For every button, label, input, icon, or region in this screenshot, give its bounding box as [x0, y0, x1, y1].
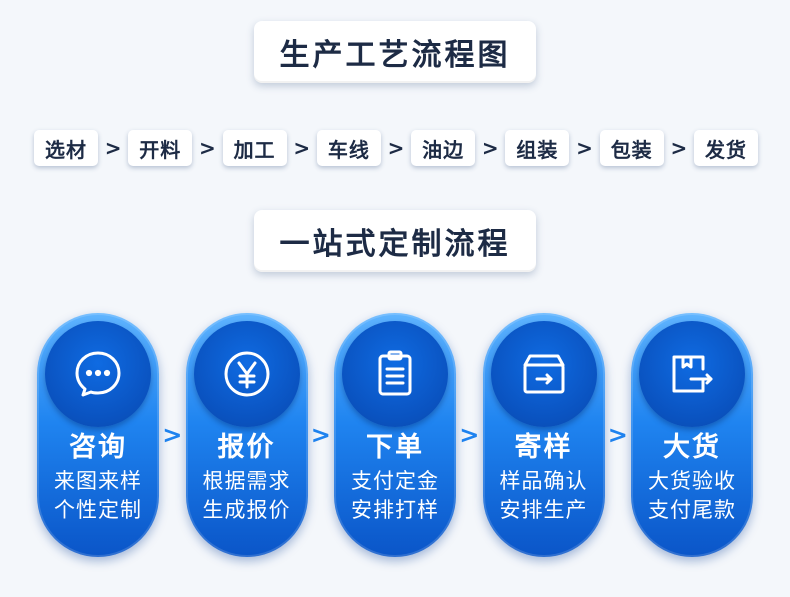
card-title: 报价 [217, 432, 276, 463]
card-bulk: 大货 大货验收 支付尾款 [631, 313, 753, 557]
step-item: 发货 [693, 130, 758, 166]
chat-icon [45, 321, 151, 427]
clipboard-icon [342, 321, 448, 427]
card-line: 支付尾款 [648, 498, 736, 522]
card-line: 支付定金 [351, 469, 439, 493]
card-quote: 报价 根据需求 生成报价 [185, 313, 308, 557]
card-line: 个性定制 [54, 498, 142, 522]
card-line: 样品确认 [499, 469, 588, 493]
card-sample: 寄样 样品确认 安排生产 [482, 313, 605, 557]
custom-process-cards: 咨询 来图来样 个性定制 > 报价 根据需求 生成报价 > [37, 313, 753, 557]
card-line: 大货验收 [648, 469, 736, 493]
step-separator: > [104, 136, 122, 160]
card-order: 下单 支付定金 安排打样 [334, 313, 456, 557]
step-separator: > [481, 136, 499, 160]
yen-icon [193, 321, 300, 427]
step-item: 油边 [411, 130, 476, 166]
production-process-title: 生产工艺流程图 [254, 21, 536, 83]
custom-process-title: 一站式定制流程 [254, 210, 536, 272]
card-title: 咨询 [69, 432, 127, 463]
production-steps: 选材 > 开料 > 加工 > 车线 > 油边 > 组装 > 包装 > 发货 [34, 130, 758, 166]
card-separator: > [310, 421, 331, 449]
card-separator: > [162, 421, 183, 449]
card-line: 安排生产 [499, 498, 588, 522]
card-title: 下单 [366, 432, 424, 463]
step-item: 选材 [34, 130, 98, 166]
card-separator: > [459, 421, 480, 449]
card-consult: 咨询 来图来样 个性定制 [37, 313, 159, 557]
step-item: 组装 [505, 130, 570, 166]
step-item: 包装 [599, 130, 664, 166]
card-line: 来图来样 [54, 469, 142, 493]
step-separator: > [199, 136, 216, 160]
delivery-box-icon [639, 321, 745, 427]
step-separator: > [670, 136, 688, 160]
step-separator: > [576, 136, 593, 160]
step-item: 开料 [128, 130, 193, 166]
step-separator: > [293, 136, 311, 160]
card-separator: > [607, 421, 628, 449]
box-icon [490, 321, 597, 427]
card-line: 安排打样 [351, 498, 439, 522]
card-line: 生成报价 [202, 498, 291, 522]
step-item: 加工 [222, 130, 287, 166]
card-line: 根据需求 [202, 469, 291, 493]
card-title: 大货 [663, 432, 721, 463]
step-separator: > [387, 136, 405, 160]
card-title: 寄样 [514, 432, 573, 463]
step-item: 车线 [316, 130, 381, 166]
